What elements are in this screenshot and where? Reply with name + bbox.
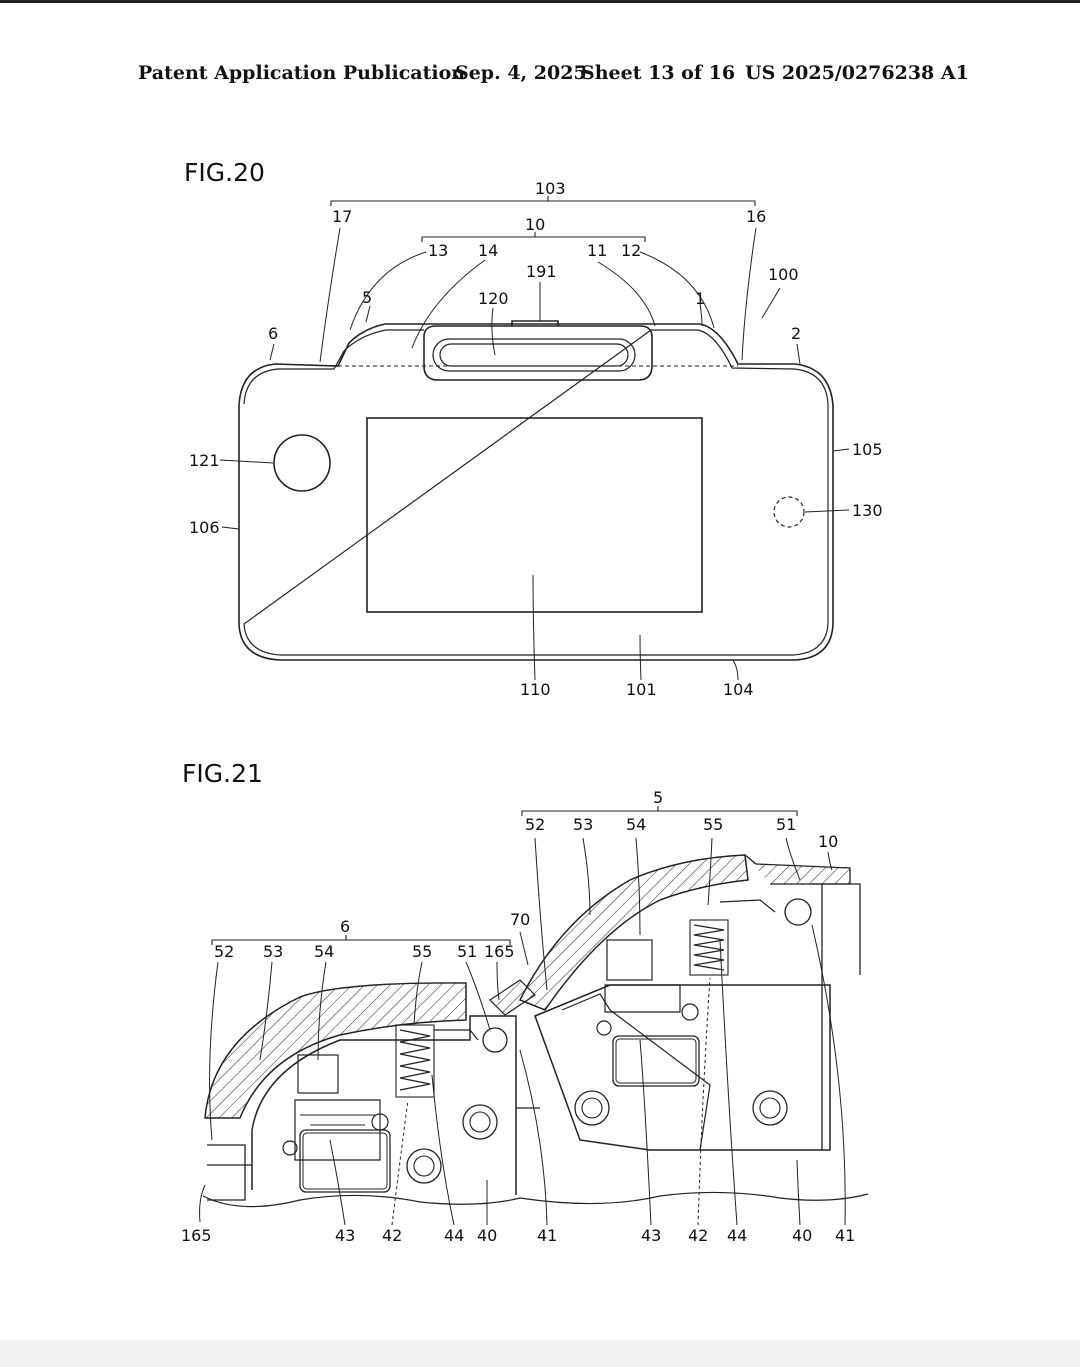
screen-110 bbox=[366, 417, 703, 613]
device-inner-contour bbox=[243, 329, 829, 656]
label-5: 5 bbox=[362, 288, 372, 307]
button-53-right bbox=[518, 854, 749, 1011]
button-121 bbox=[273, 434, 331, 492]
label-43: 43 bbox=[641, 1226, 661, 1245]
label-70: 70 bbox=[510, 910, 530, 929]
label-52: 52 bbox=[214, 942, 234, 961]
spring-55-left bbox=[399, 1029, 431, 1091]
label-165: 165 bbox=[484, 942, 515, 961]
fig21-title: FIG.21 bbox=[182, 759, 263, 788]
label-6: 6 bbox=[340, 917, 350, 936]
label-100: 100 bbox=[768, 265, 799, 284]
label-1: 1 bbox=[695, 289, 705, 308]
sheet-number: Sheet 13 of 16 bbox=[581, 62, 736, 84]
fig21-drawing bbox=[199, 806, 869, 1226]
button-53-left bbox=[204, 982, 467, 1119]
label-51: 51 bbox=[776, 815, 796, 834]
fig20-labels: 103 17 10 16 13 14 11 12 191 100 5 120 1… bbox=[189, 179, 883, 699]
label-54: 54 bbox=[626, 815, 646, 834]
label-42: 42 bbox=[382, 1226, 402, 1245]
label-10: 10 bbox=[525, 215, 545, 234]
label-13: 13 bbox=[428, 241, 448, 260]
left-assembly-6 bbox=[204, 982, 540, 1201]
button-191 bbox=[511, 320, 559, 326]
label-53: 53 bbox=[263, 942, 283, 961]
label-6: 6 bbox=[268, 324, 278, 343]
bottom-border bbox=[0, 1340, 1080, 1367]
label-10: 10 bbox=[818, 832, 838, 851]
label-54: 54 bbox=[314, 942, 334, 961]
fig21-leader-lines bbox=[199, 837, 846, 1226]
label-55: 55 bbox=[412, 942, 432, 961]
label-191: 191 bbox=[526, 262, 557, 281]
label-17: 17 bbox=[332, 207, 352, 226]
label-130: 130 bbox=[852, 501, 883, 520]
label-16: 16 bbox=[746, 207, 766, 226]
broken-edge bbox=[202, 1191, 869, 1208]
fig20-title: FIG.20 bbox=[184, 158, 265, 187]
label-103: 103 bbox=[535, 179, 566, 198]
label-14: 14 bbox=[478, 241, 498, 260]
top-border bbox=[0, 0, 1080, 3]
label-40: 40 bbox=[477, 1226, 497, 1245]
label-53: 53 bbox=[573, 815, 593, 834]
device-outer-body bbox=[238, 323, 834, 661]
label-104: 104 bbox=[723, 680, 754, 699]
label-52: 52 bbox=[525, 815, 545, 834]
label-51: 51 bbox=[457, 942, 477, 961]
label-121: 121 bbox=[189, 451, 220, 470]
label-101: 101 bbox=[626, 680, 657, 699]
label-12: 12 bbox=[621, 241, 641, 260]
label-44: 44 bbox=[727, 1226, 747, 1245]
slot-120 bbox=[432, 338, 636, 372]
label-110: 110 bbox=[520, 680, 551, 699]
label-106: 106 bbox=[189, 518, 220, 537]
label-105: 105 bbox=[852, 440, 883, 459]
leader-lines bbox=[219, 227, 850, 681]
publication-date: Sep. 4, 2025 bbox=[455, 62, 587, 84]
label-44: 44 bbox=[444, 1226, 464, 1245]
right-assembly-5 bbox=[489, 854, 861, 1151]
label-11: 11 bbox=[587, 241, 607, 260]
publication-number: US 2025/0276238 A1 bbox=[745, 62, 969, 84]
sensor-130 bbox=[773, 496, 805, 528]
label-120: 120 bbox=[478, 289, 509, 308]
label-2: 2 bbox=[791, 324, 801, 343]
label-42: 42 bbox=[688, 1226, 708, 1245]
label-40: 40 bbox=[792, 1226, 812, 1245]
label-41: 41 bbox=[835, 1226, 855, 1245]
block-43-right bbox=[612, 1035, 700, 1087]
label-5: 5 bbox=[653, 788, 663, 807]
block-43-left bbox=[299, 1129, 391, 1193]
spring-55-right bbox=[693, 924, 725, 971]
fig21-labels: 5 52 53 54 55 51 10 70 6 52 53 54 55 51 … bbox=[181, 788, 855, 1245]
label-41: 41 bbox=[537, 1226, 557, 1245]
label-55: 55 bbox=[703, 815, 723, 834]
fig20-drawing bbox=[219, 196, 850, 681]
label-165: 165 bbox=[181, 1226, 212, 1245]
attachment-10 bbox=[423, 325, 653, 381]
publication-title: Patent Application Publication bbox=[138, 62, 466, 84]
label-43: 43 bbox=[335, 1226, 355, 1245]
